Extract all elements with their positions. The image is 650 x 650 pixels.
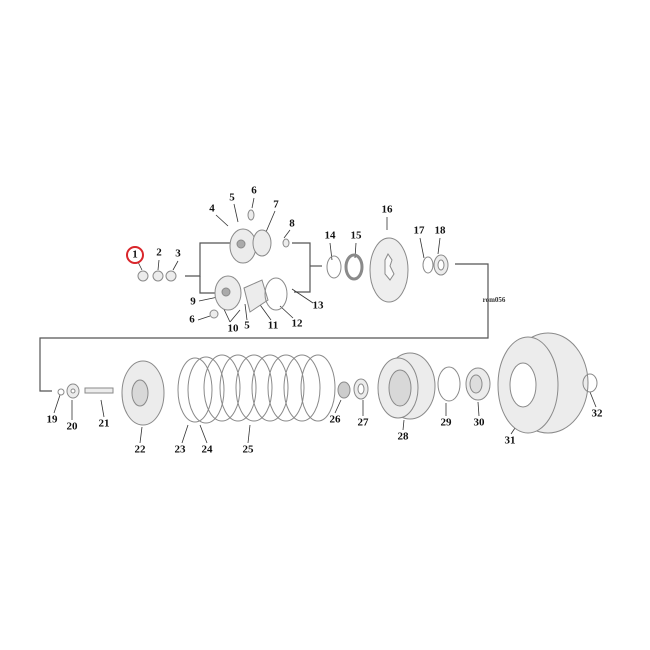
- callout-9[interactable]: 9: [190, 295, 196, 308]
- ring-32: [582, 373, 598, 393]
- callout-16[interactable]: 16: [381, 203, 393, 216]
- clutch-hub-28: [377, 352, 436, 420]
- pressure-plate-lower: [209, 275, 288, 319]
- parts-26-27: [337, 378, 369, 400]
- parts-17-18: [422, 254, 449, 276]
- plate-16: [369, 237, 409, 303]
- callout-1[interactable]: 1: [132, 248, 138, 261]
- clutch-plates-23-25: [177, 354, 336, 424]
- callout-14[interactable]: 14: [324, 229, 336, 242]
- callout-18[interactable]: 18: [434, 224, 446, 237]
- callout-24[interactable]: 24: [201, 443, 213, 456]
- callout-27[interactable]: 27: [357, 416, 369, 429]
- callout-12[interactable]: 12: [291, 317, 303, 330]
- callout-29[interactable]: 29: [440, 416, 452, 429]
- callout-26[interactable]: 26: [329, 413, 341, 426]
- callout-17[interactable]: 17: [413, 224, 425, 237]
- callout-21[interactable]: 21: [98, 417, 110, 430]
- callout-15[interactable]: 15: [350, 229, 362, 242]
- callout-7[interactable]: 7: [273, 198, 279, 211]
- callout-3[interactable]: 3: [175, 247, 181, 260]
- callout-25[interactable]: 25: [242, 443, 254, 456]
- callout-5[interactable]: 5: [244, 319, 250, 332]
- callout-32[interactable]: 32: [591, 407, 603, 420]
- callout-20[interactable]: 20: [66, 420, 78, 433]
- callout-10[interactable]: 10: [227, 322, 239, 335]
- callout-2[interactable]: 2: [156, 246, 162, 259]
- rings-14-15: [326, 253, 364, 281]
- pressure-plate-upper: [229, 209, 290, 264]
- callout-11[interactable]: 11: [267, 319, 279, 332]
- callout-23[interactable]: 23: [174, 443, 186, 456]
- callout-30[interactable]: 30: [473, 416, 485, 429]
- clutch-basket-31: [497, 332, 589, 434]
- callout-31[interactable]: 31: [504, 434, 516, 447]
- highlight-ring: [126, 246, 144, 264]
- callout-28[interactable]: 28: [397, 430, 409, 443]
- callout-6[interactable]: 6: [251, 184, 257, 197]
- small-parts-19-21: [57, 383, 114, 399]
- parts-29-30: [437, 366, 491, 402]
- callout-19[interactable]: 19: [46, 413, 58, 426]
- connector-lines: [39, 242, 489, 392]
- pressure-plate-22: [121, 360, 165, 426]
- small-parts-1-3: [137, 270, 177, 282]
- reference-code: rom056: [482, 296, 506, 304]
- callout-6[interactable]: 6: [189, 313, 195, 326]
- callout-8[interactable]: 8: [289, 217, 295, 230]
- callout-4[interactable]: 4: [209, 202, 215, 215]
- callout-22[interactable]: 22: [134, 443, 146, 456]
- callout-13[interactable]: 13: [312, 299, 324, 312]
- callout-5[interactable]: 5: [229, 191, 235, 204]
